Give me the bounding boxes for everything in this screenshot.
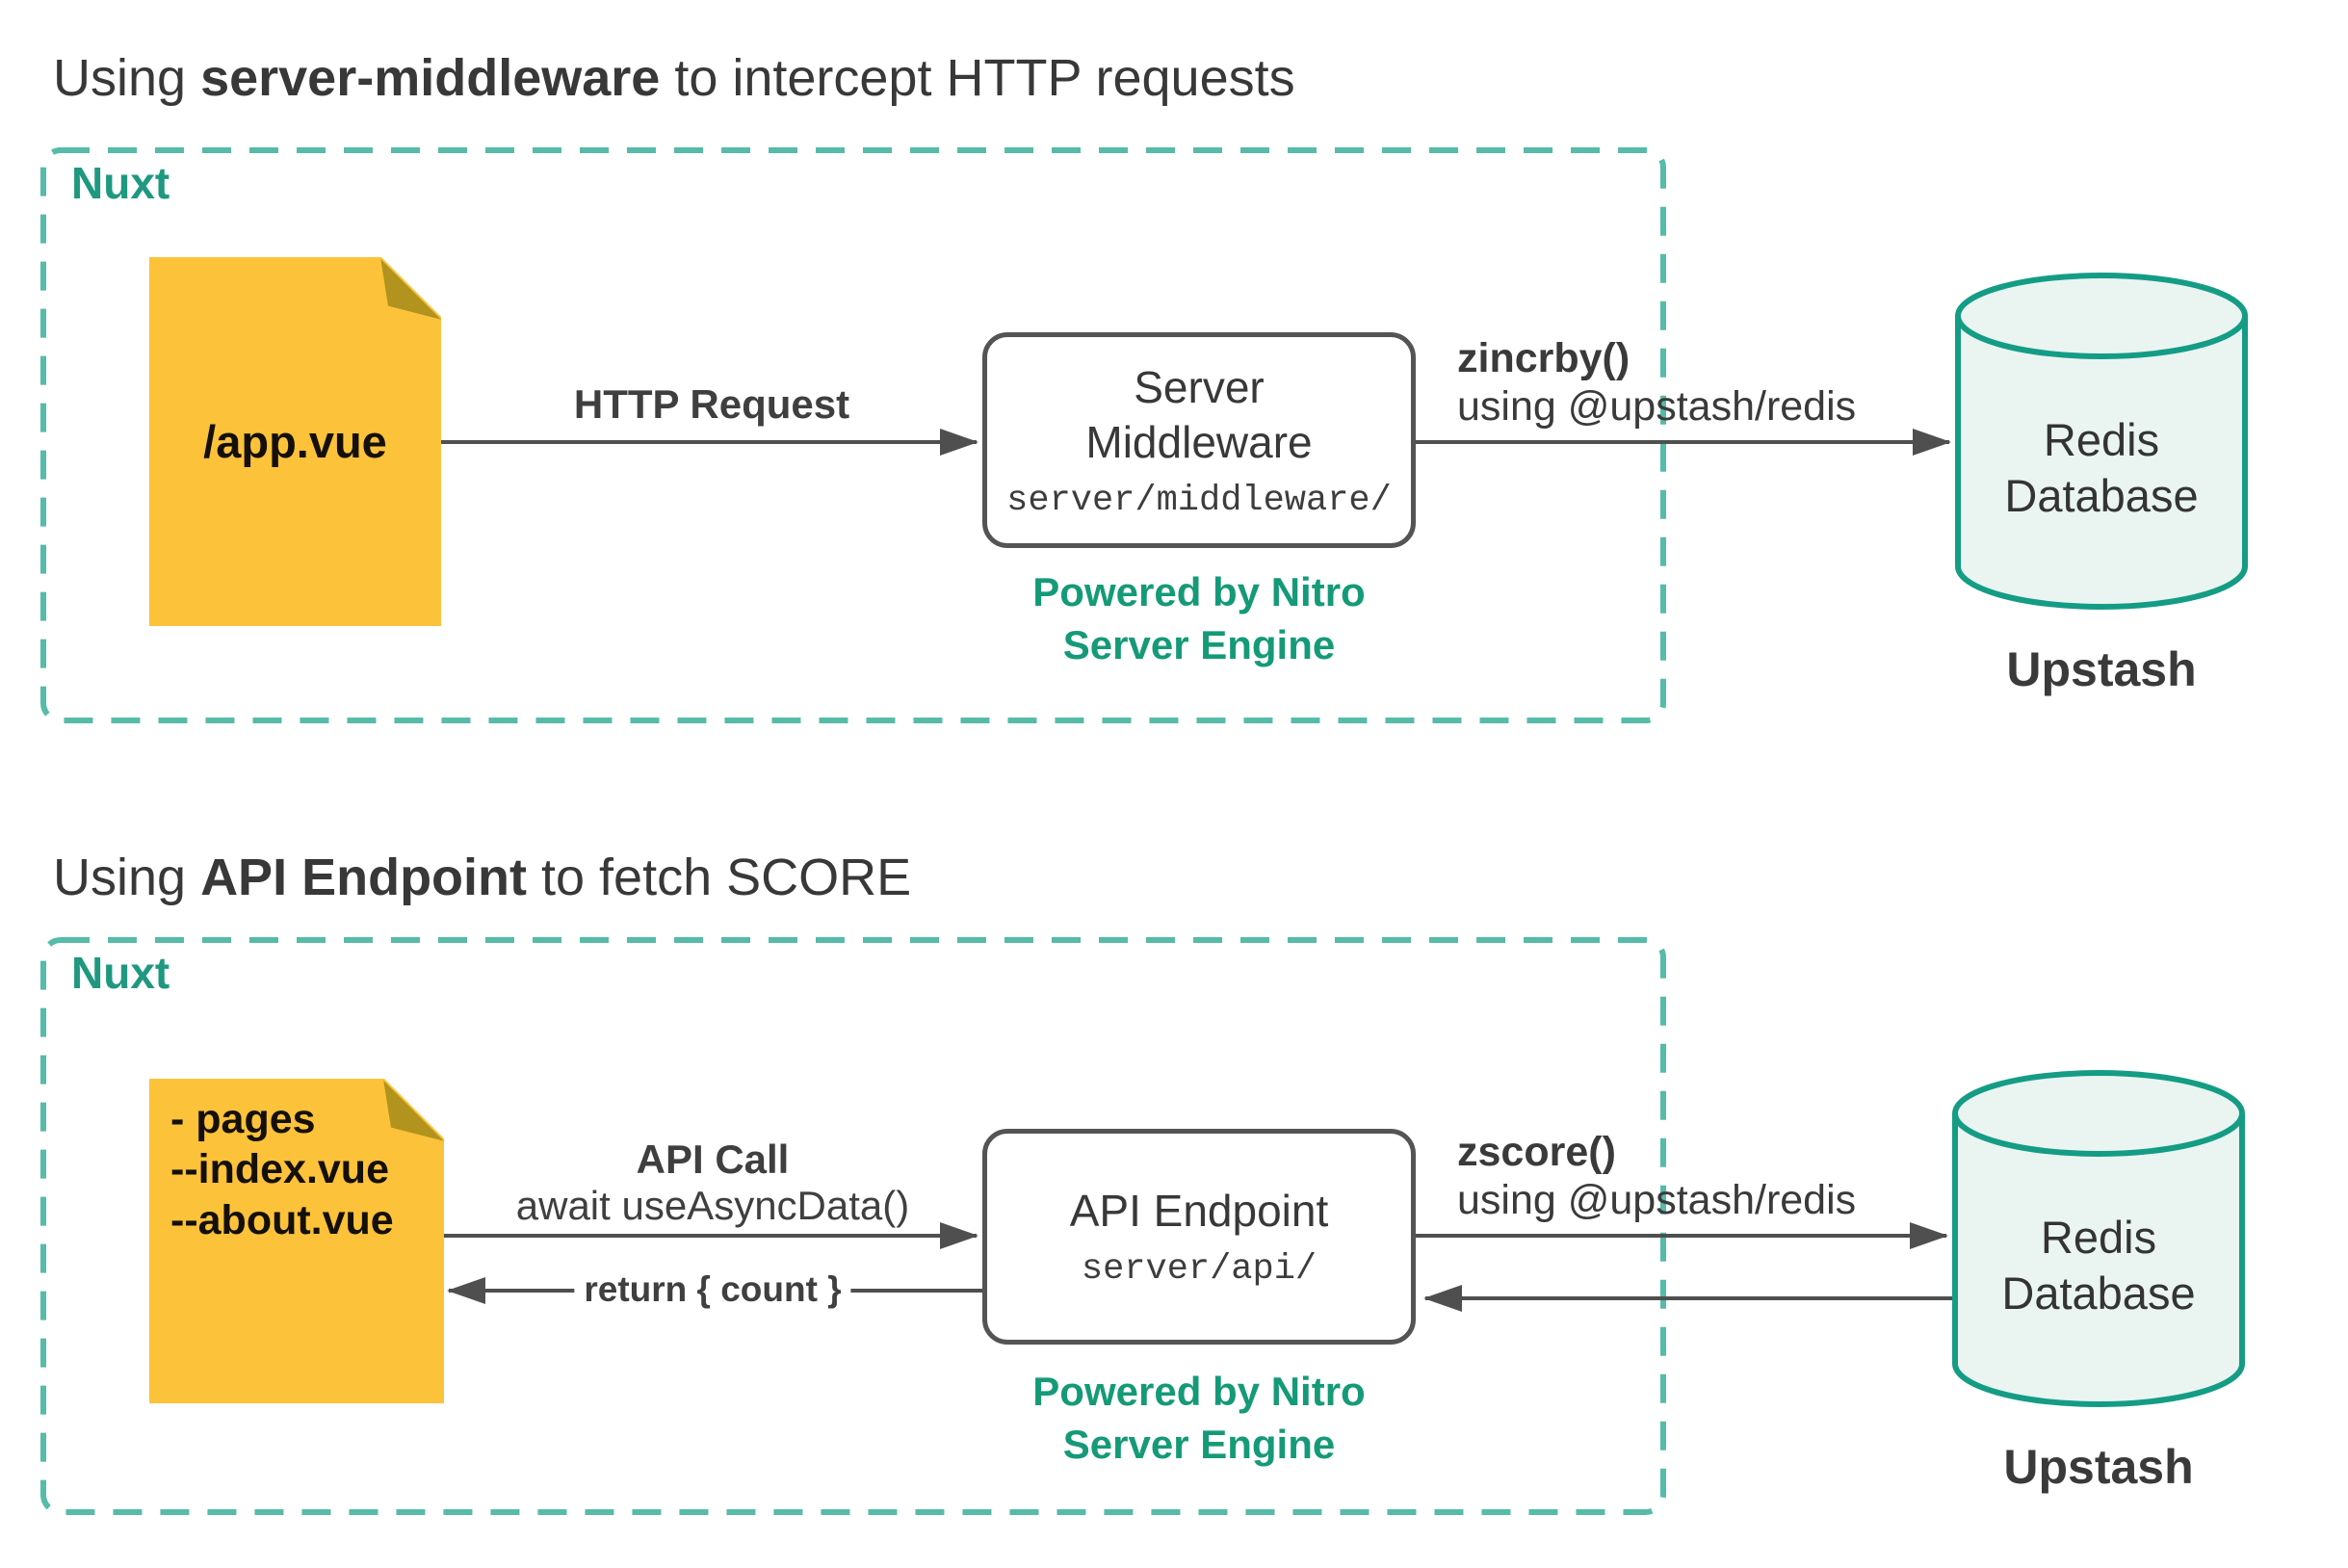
api-endpoint-box: API Endpoint server/api/ — [982, 1129, 1416, 1345]
server-middleware-path: server/middleware/ — [1006, 480, 1392, 521]
api-endpoint-title: API Endpoint — [1069, 1186, 1329, 1237]
engine-note-1-line1: Powered by Nitro — [1032, 569, 1366, 614]
redis-database-label-2: Redis Database — [1952, 1210, 2245, 1322]
http-request-label: HTTP Request — [573, 381, 850, 427]
section2-title-emphasis: API Endpoint — [200, 849, 528, 906]
engine-note-2-line1: Powered by Nitro — [1032, 1369, 1366, 1414]
redis-label-1-line2: Database — [2004, 470, 2199, 522]
section1-title: Using server-middleware to intercept HTT… — [53, 48, 1295, 108]
server-middleware-box: Server Middleware server/middleware/ — [982, 332, 1416, 548]
engine-note-2-line2: Server Engine — [1062, 1421, 1336, 1467]
nuxt-frame-label-1: Nuxt — [71, 158, 170, 208]
redis-label-2-line1: Redis — [2040, 1212, 2157, 1263]
file-tree-line-pages: - pages — [170, 1096, 316, 1142]
source-file-pages: - pages --index.vue --about.vue — [149, 1079, 444, 1403]
section1-title-prefix: Using — [53, 49, 201, 107]
section1-title-emphasis: server-middleware — [200, 49, 661, 107]
section2-title-suffix: to fetch SCORE — [527, 849, 912, 906]
file-tree-line-about: --about.vue — [170, 1196, 394, 1243]
engine-note-2: Powered by Nitro Server Engine — [982, 1366, 1416, 1471]
section1-title-suffix: to intercept HTTP requests — [660, 49, 1295, 107]
engine-note-1: Powered by Nitro Server Engine — [982, 566, 1416, 671]
redis-label-1-line1: Redis — [2043, 414, 2160, 465]
redis-label-2-line2: Database — [2001, 1267, 2196, 1320]
source-file-name: /app.vue — [203, 416, 387, 467]
section2-title: Using API Endpoint to fetch SCORE — [53, 848, 911, 907]
redis-cylinder-1 — [1955, 273, 2248, 610]
section2-title-prefix: Using — [53, 849, 201, 906]
api-call-sublabel: await useAsyncData() — [515, 1183, 910, 1228]
zincrby-label: zincrby() — [1457, 335, 1631, 381]
nuxt-frame-label-2: Nuxt — [71, 948, 170, 998]
api-endpoint-path: server/api/ — [1081, 1248, 1317, 1290]
return-count-label: return { count } — [574, 1267, 851, 1312]
source-file-app-vue: /app.vue — [149, 257, 441, 626]
zscore-via-label: using @upstash/redis — [1457, 1177, 1857, 1223]
file-tree-line-index: --index.vue — [170, 1146, 389, 1193]
api-call-label: API Call — [636, 1137, 790, 1182]
zscore-label: zscore() — [1457, 1129, 1616, 1175]
redis-cylinder-2 — [1952, 1070, 2245, 1407]
server-middleware-title-line1: Server — [1134, 361, 1265, 412]
server-middleware-title-line2: Middleware — [1085, 417, 1313, 467]
zincrby-via-label: using @upstash/redis — [1457, 383, 1857, 430]
engine-note-1-line2: Server Engine — [1062, 621, 1336, 667]
upstash-label-1: Upstash — [2006, 642, 2197, 696]
upstash-label-2: Upstash — [2003, 1440, 2194, 1494]
redis-database-label-1: Redis Database — [1955, 412, 2248, 525]
source-file-tree: - pages --index.vue --about.vue — [170, 1094, 436, 1245]
